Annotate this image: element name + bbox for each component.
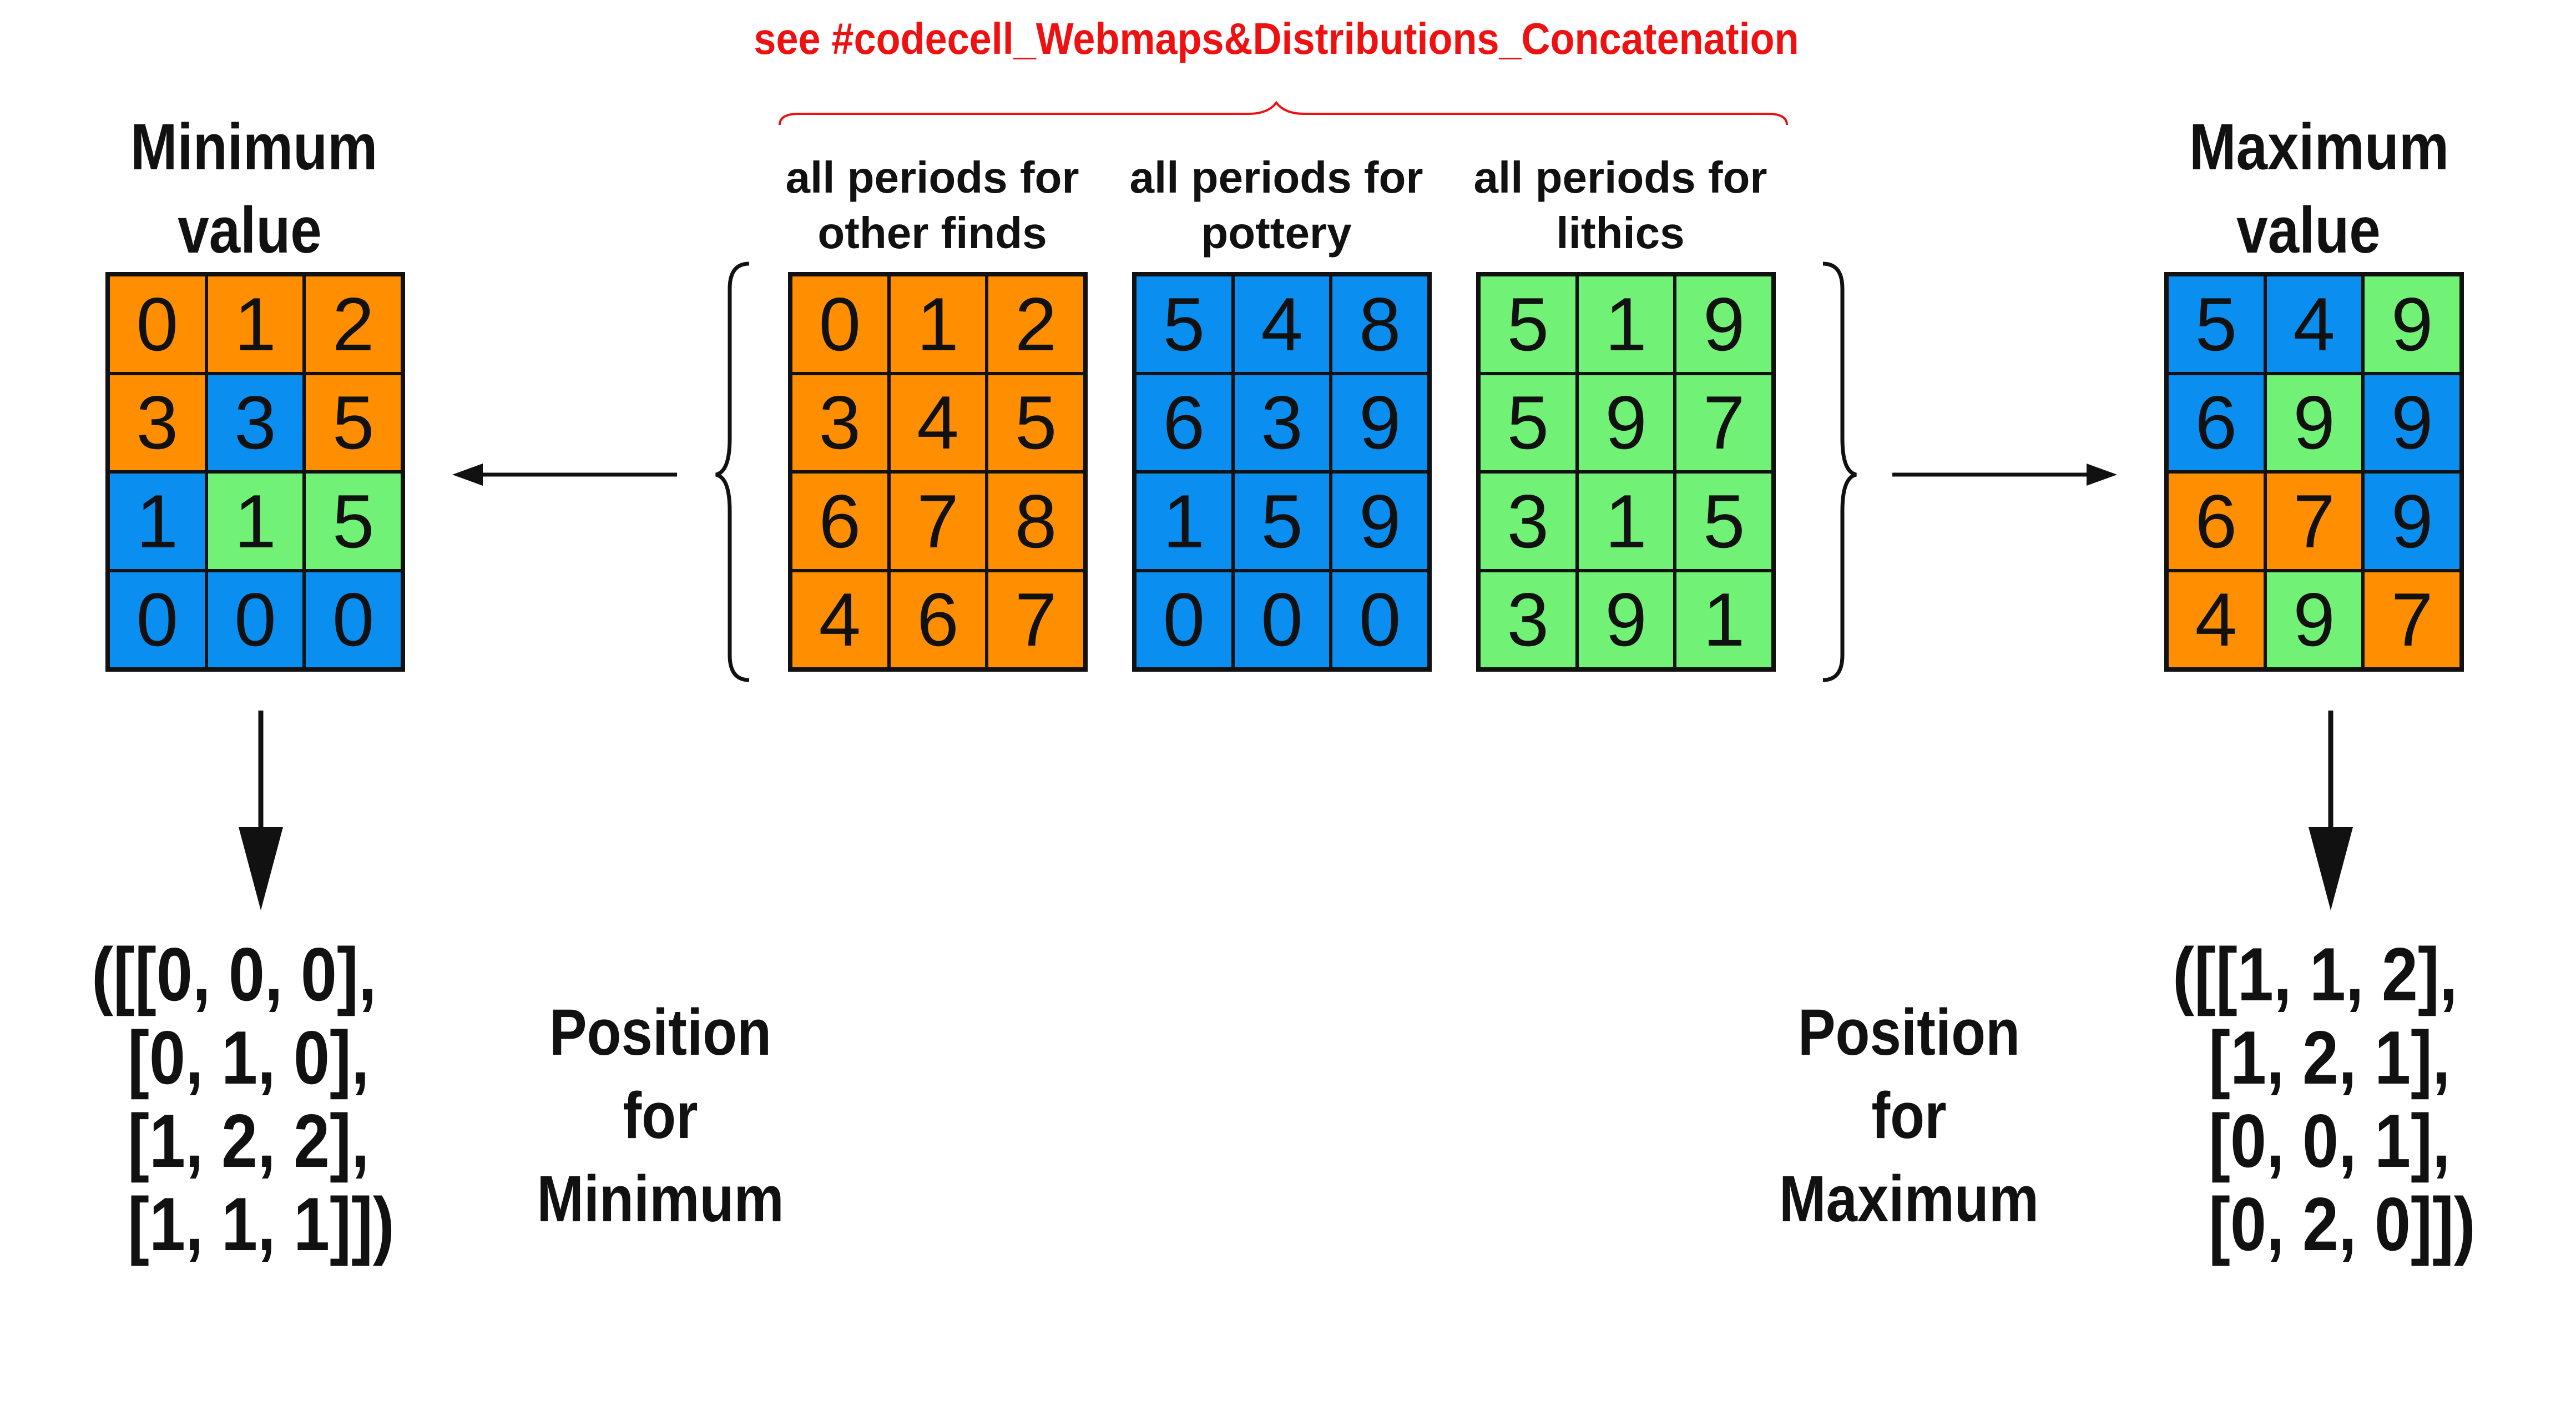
grid-cell: 3 xyxy=(206,373,305,472)
right-curly-brace xyxy=(1822,261,1857,682)
grid-cell: 9 xyxy=(1577,570,1675,669)
grid-cell: 0 xyxy=(304,570,402,669)
minimum-value-title: Minimum value xyxy=(130,110,378,267)
grid-cell: 9 xyxy=(1331,472,1429,571)
grid-cell: 9 xyxy=(1331,373,1429,472)
grid-cell: 5 xyxy=(1479,373,1577,472)
maximum-position-array: ([[1, 1, 2], [1, 2, 1], [0, 0, 1], [0, 2… xyxy=(2173,932,2476,1266)
grid-cell: 1 xyxy=(1675,570,1773,669)
grid-cell: 6 xyxy=(888,570,987,669)
grid-cell: 1 xyxy=(108,472,206,571)
grid-cell: 2 xyxy=(987,275,1085,374)
grid-cell: 4 xyxy=(791,570,889,669)
grid-cell: 1 xyxy=(206,275,305,374)
left-curly-brace xyxy=(715,261,750,682)
grid-cell: 4 xyxy=(888,373,987,472)
top-brace xyxy=(779,100,1788,125)
grid-cell: 7 xyxy=(2363,570,2461,669)
grid-cell: 3 xyxy=(1479,472,1577,571)
grid-cell: 6 xyxy=(1135,373,1233,472)
grid-cell: 7 xyxy=(987,570,1085,669)
grid-cell: 3 xyxy=(108,373,206,472)
grid-cell: 3 xyxy=(1233,373,1331,472)
position-for-minimum-label: Position for Minimum xyxy=(537,996,784,1236)
caption-other-finds: all periods for other finds xyxy=(785,153,1079,258)
grid-cell: 8 xyxy=(987,472,1085,571)
position-for-maximum-label: Position for Maximum xyxy=(1779,996,2039,1236)
grid-cell: 9 xyxy=(1577,373,1675,472)
grid-cell: 4 xyxy=(2265,275,2363,374)
grid-cell: 2 xyxy=(304,275,402,374)
grid-cell: 0 xyxy=(206,570,305,669)
grid-cell: 8 xyxy=(1331,275,1429,374)
grid-cell: 1 xyxy=(1135,472,1233,571)
grid-cell: 5 xyxy=(1675,472,1773,571)
grid-cell: 6 xyxy=(2167,373,2265,472)
grid-cell: 9 xyxy=(1675,275,1773,374)
grid-cell: 3 xyxy=(791,373,889,472)
grid-cell: 4 xyxy=(1233,275,1331,374)
grid-cell: 5 xyxy=(2167,275,2265,374)
grid-cell: 5 xyxy=(987,373,1085,472)
concatenation-link[interactable]: see #codecell_Webmaps&Distributions_Conc… xyxy=(754,14,1799,63)
grid-cell: 4 xyxy=(2167,570,2265,669)
grid-cell: 9 xyxy=(2363,275,2461,374)
grid-cell: 0 xyxy=(108,275,206,374)
grid-cell: 0 xyxy=(1233,570,1331,669)
grid-cell: 5 xyxy=(1135,275,1233,374)
grid-cell: 7 xyxy=(888,472,987,571)
grid-cell: 3 xyxy=(1479,570,1577,669)
grid-cell: 7 xyxy=(2265,472,2363,571)
arrow-down-minimum-head xyxy=(239,827,283,910)
grid-cell: 5 xyxy=(1233,472,1331,571)
grid-cell: 1 xyxy=(888,275,987,374)
grid-cell: 0 xyxy=(791,275,889,374)
grid-cell: 5 xyxy=(304,472,402,571)
grid-cell: 9 xyxy=(2363,472,2461,571)
minimum-position-array: ([[0, 0, 0], [0, 1, 0], [1, 2, 2], [1, 1… xyxy=(92,932,395,1266)
arrow-to-minimum-head xyxy=(452,464,483,486)
grid-cell: 1 xyxy=(1577,472,1675,571)
grid-cell: 5 xyxy=(304,373,402,472)
grid-cell: 0 xyxy=(1331,570,1429,669)
grid-cell: 1 xyxy=(1577,275,1675,374)
caption-lithics: all periods for lithics xyxy=(1473,153,1767,258)
grid-cell: 6 xyxy=(791,472,889,571)
grid-cell: 1 xyxy=(206,472,305,571)
grid-cell: 7 xyxy=(1675,373,1773,472)
grid-cell: 9 xyxy=(2265,570,2363,669)
caption-pottery: all periods for pottery xyxy=(1129,153,1423,258)
grid-cell: 0 xyxy=(108,570,206,669)
maximum-value-title: Maximum value xyxy=(2189,110,2449,267)
grid-cell: 0 xyxy=(1135,570,1233,669)
arrow-to-maximum-head xyxy=(2087,464,2117,486)
grid-cell: 5 xyxy=(1479,275,1577,374)
grid-cell: 9 xyxy=(2363,373,2461,472)
arrow-down-maximum-head xyxy=(2309,827,2353,910)
grid-cell: 9 xyxy=(2265,373,2363,472)
grid-cell: 6 xyxy=(2167,472,2265,571)
